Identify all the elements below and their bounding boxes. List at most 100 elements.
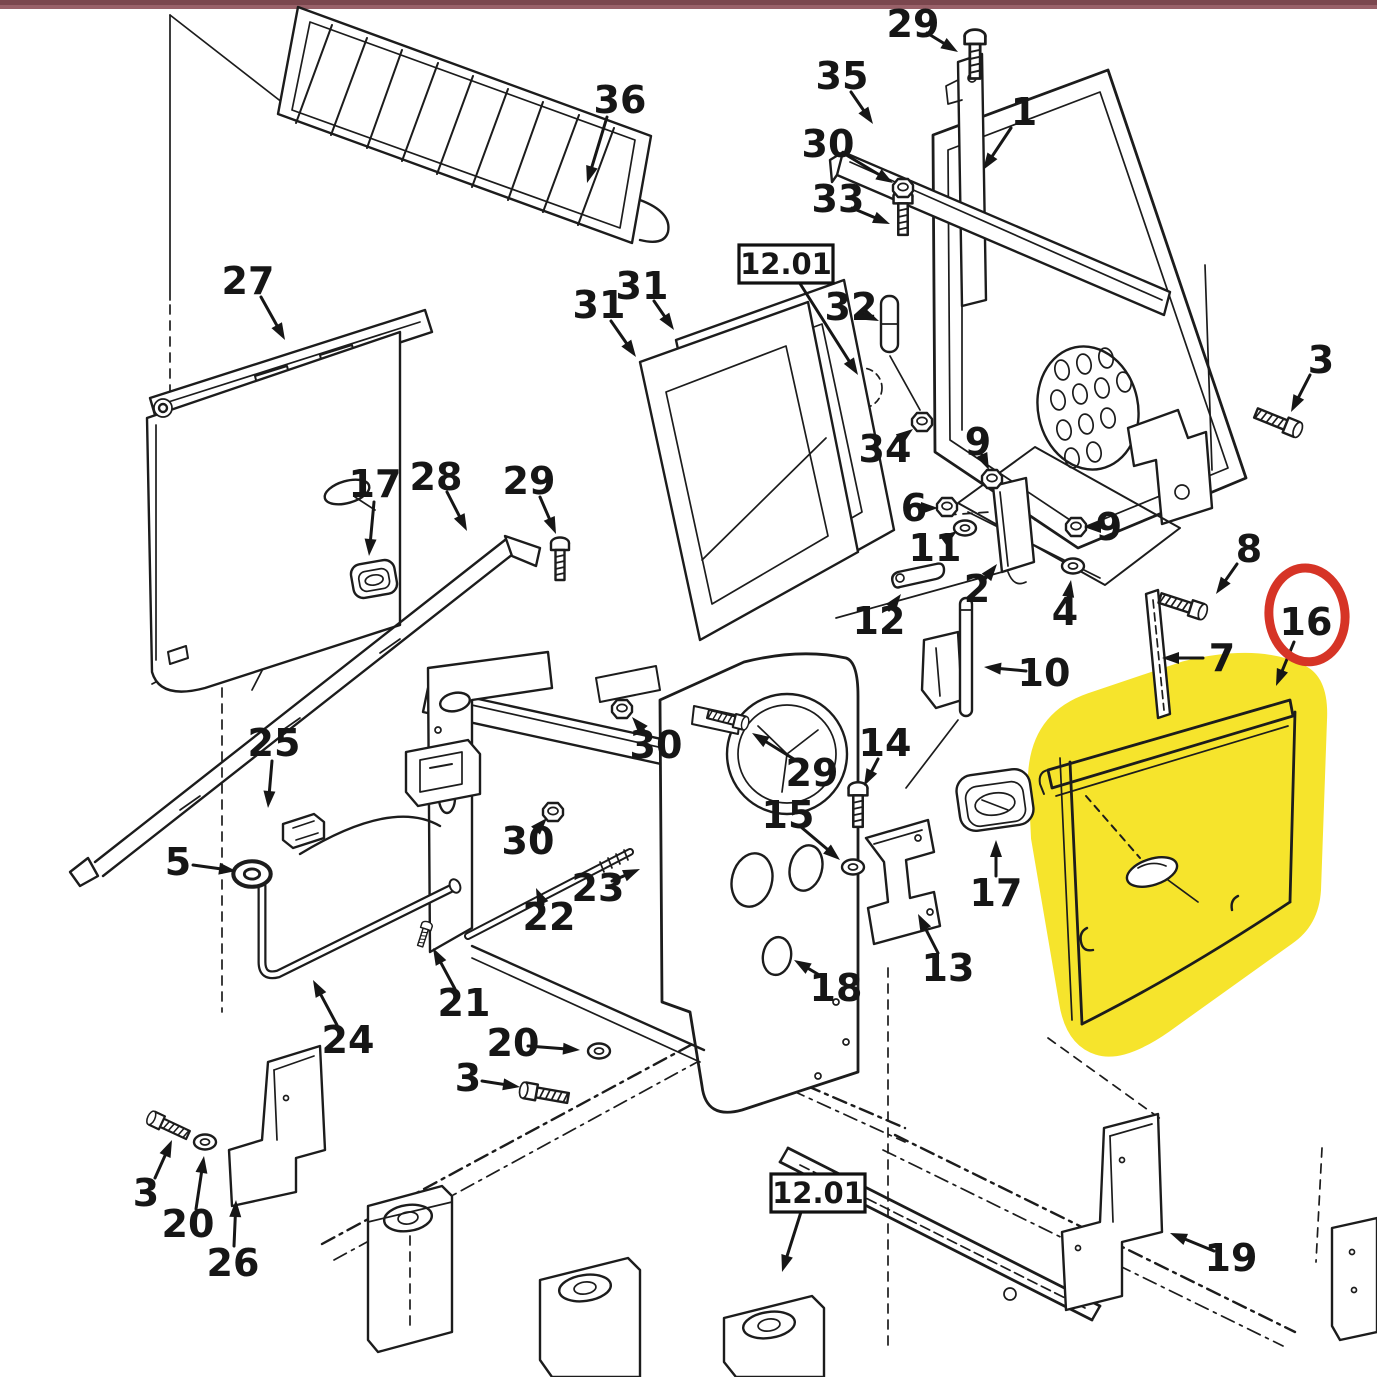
part-24-tube xyxy=(257,815,462,980)
callout-label-20: 20 xyxy=(487,1021,540,1065)
callout-label-1: 1 xyxy=(1011,90,1037,134)
callout-label-27: 27 xyxy=(222,259,275,303)
callout-arrowhead xyxy=(531,818,547,835)
callout-30: 30 xyxy=(502,818,554,863)
callout-arrowhead xyxy=(313,980,327,998)
part-5-ring xyxy=(233,861,270,887)
callout-arrowhead xyxy=(940,38,958,52)
callout-arrowhead xyxy=(229,1200,242,1218)
callout-label-2: 2 xyxy=(964,567,990,611)
callout-23: 23 xyxy=(572,866,640,910)
callout-label-34: 34 xyxy=(859,427,912,471)
top-window-bar xyxy=(0,0,1377,9)
callout-arrowhead xyxy=(659,312,674,330)
callout-arrowhead xyxy=(1162,652,1179,664)
callout-label-32: 32 xyxy=(825,285,878,329)
callout-label-6: 6 xyxy=(901,486,927,530)
part-16-access-door-highlighted xyxy=(1028,652,1328,1057)
callout-label-4: 4 xyxy=(1052,590,1078,634)
callout-arrowhead xyxy=(562,1042,580,1055)
callout-arrowhead xyxy=(752,733,770,748)
part-13-bracket xyxy=(864,818,942,946)
part-3-bolt-right xyxy=(1251,404,1306,440)
callout-33: 33 xyxy=(812,177,890,224)
callout-29: 29 xyxy=(887,2,958,52)
callout-arrowhead xyxy=(858,106,873,124)
callout-arrowhead xyxy=(1170,1233,1189,1245)
callout-arrowhead xyxy=(263,790,276,808)
callout-label-16: 16 xyxy=(1280,600,1333,644)
part-3-bolt-center xyxy=(517,1080,571,1108)
callout-2: 2 xyxy=(964,564,997,611)
callout-29: 29 xyxy=(752,733,838,795)
callout-arrowhead xyxy=(895,429,913,444)
callout-label-21: 21 xyxy=(438,981,491,1025)
callout-9: 9 xyxy=(965,420,991,470)
callout-arrowhead xyxy=(918,914,932,932)
part-22-rod xyxy=(464,848,634,940)
callout-31: 31 xyxy=(573,283,636,357)
part-19-bracket xyxy=(1060,1112,1164,1312)
callout-arrowhead xyxy=(823,844,840,860)
callout-arrowhead xyxy=(1084,521,1101,533)
callout-21: 21 xyxy=(433,948,490,1025)
part-28-support-bar xyxy=(68,534,542,888)
callout-leader-line xyxy=(783,1210,803,1264)
part-25-clamp xyxy=(281,812,326,850)
callout-leader-line xyxy=(526,1044,572,1051)
callout-arrowhead xyxy=(921,502,938,514)
callout-label-29: 29 xyxy=(503,459,556,503)
callout-label-8: 8 xyxy=(1236,527,1262,571)
part-18-support-frame xyxy=(404,650,860,1114)
callout-arrowhead xyxy=(886,594,901,612)
part-8-bolt xyxy=(1156,589,1211,622)
callout-34: 34 xyxy=(859,427,913,471)
hardware-fasteners xyxy=(143,28,1306,1151)
callout-arrowhead xyxy=(939,531,957,546)
callout-14: 14 xyxy=(859,721,912,786)
callout-6: 6 xyxy=(901,486,938,530)
callout-arrowhead xyxy=(271,322,285,340)
part-4-washer xyxy=(1060,557,1086,575)
callout-24: 24 xyxy=(313,980,374,1062)
part-12-lever xyxy=(890,562,946,589)
callout-30: 30 xyxy=(802,122,893,183)
callout-30: 30 xyxy=(630,717,682,767)
callout-label-31: 31 xyxy=(616,264,669,308)
callout-leader-line xyxy=(194,1164,205,1211)
callout-label-19: 19 xyxy=(1205,1236,1258,1280)
callout-label-3: 3 xyxy=(455,1056,481,1100)
part-9-nut-b xyxy=(1064,516,1088,538)
callout-arrowhead xyxy=(621,339,636,357)
callout-15: 15 xyxy=(762,793,840,860)
callout-17: 17 xyxy=(349,462,401,556)
callout-26: 26 xyxy=(207,1200,259,1285)
callout-label-3: 3 xyxy=(1308,338,1334,382)
callout-18: 18 xyxy=(794,960,862,1010)
callout-label-3: 3 xyxy=(133,1171,159,1215)
callout-11: 11 xyxy=(909,526,962,570)
callout-label-12.01: 12.01 xyxy=(740,247,832,281)
callout-arrowhead xyxy=(632,717,648,734)
callout-arrowhead xyxy=(861,308,879,321)
part-26-bracket xyxy=(227,1044,327,1208)
callout-arrowhead xyxy=(622,869,640,882)
part-31-seal-frames xyxy=(638,278,896,642)
callout-19: 19 xyxy=(1170,1233,1257,1280)
callout-31: 31 xyxy=(616,264,674,330)
callout-label-17: 17 xyxy=(970,871,1023,915)
callout-arrowhead xyxy=(794,960,812,974)
part-9-nut-a xyxy=(980,468,1004,490)
callout-arrowhead xyxy=(864,768,878,786)
callout-arrowhead xyxy=(536,888,549,906)
callout-arrowhead xyxy=(976,452,989,470)
callout-leader-line xyxy=(758,736,799,763)
callout-label-15: 15 xyxy=(762,793,815,837)
callout-arrowhead xyxy=(984,662,1002,675)
part-2-latch xyxy=(991,476,1036,574)
reference-box xyxy=(769,1172,867,1214)
callout-label-12: 12 xyxy=(853,599,906,643)
callout-label-14: 14 xyxy=(859,721,912,765)
